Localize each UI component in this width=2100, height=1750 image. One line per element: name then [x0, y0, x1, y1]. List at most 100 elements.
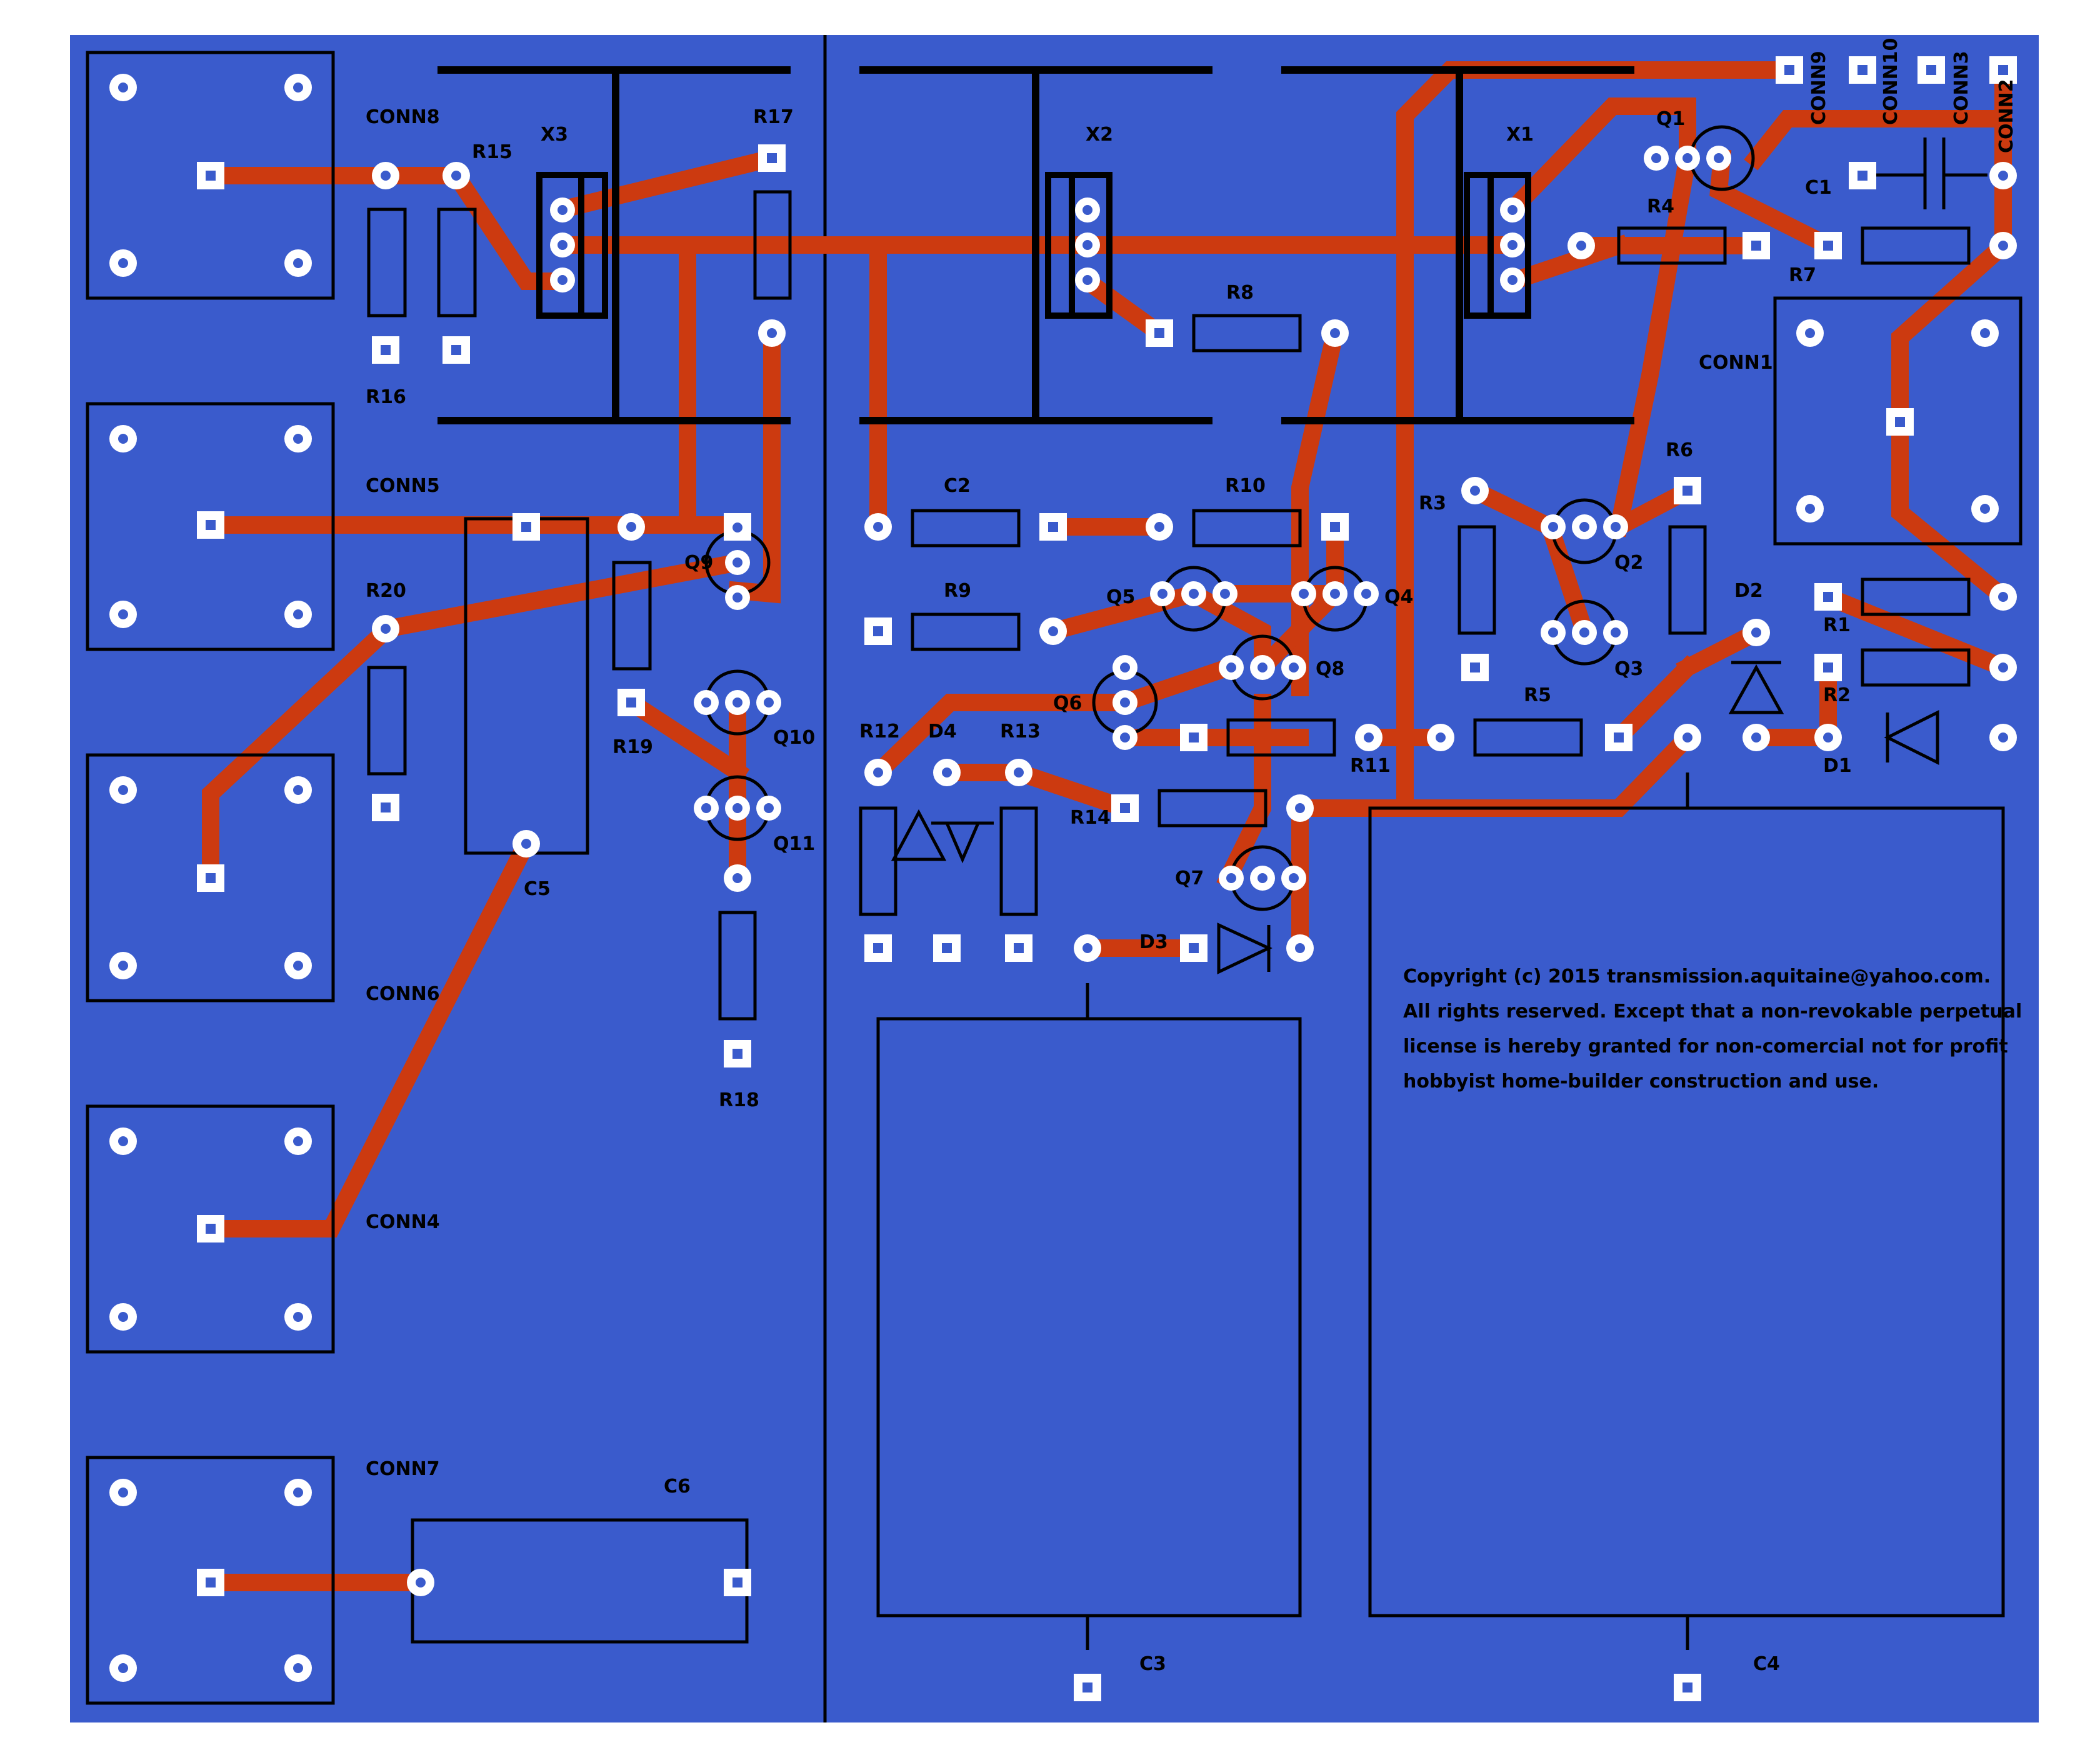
pad-hole — [1361, 589, 1371, 599]
pad-hole — [942, 768, 952, 778]
pad-hole — [451, 345, 461, 355]
pad-hole — [1158, 589, 1168, 599]
pad-hole — [767, 328, 777, 338]
pad-hole — [1651, 153, 1661, 163]
label-x2: X2 — [1086, 124, 1113, 146]
pad-hole — [1998, 592, 2008, 602]
pad-hole — [1226, 873, 1236, 883]
pad-hole — [626, 698, 636, 708]
pad-hole — [873, 768, 883, 778]
copyright-line-1: Copyright (c) 2015 transmission.aquitain… — [1403, 966, 1991, 988]
pad-hole — [1858, 65, 1868, 75]
pad-hole — [1082, 943, 1092, 953]
component-labels: CONN8 R15 X3 R17 X2 X1 Q1 C1 R4 R7 R16 R… — [366, 38, 2018, 1675]
label-q7: Q7 — [1175, 868, 1204, 889]
pad-hole — [1189, 943, 1199, 953]
pad-hole — [764, 698, 774, 708]
label-q3: Q3 — [1614, 658, 1643, 680]
pad-hole — [118, 1136, 128, 1146]
pad-hole — [1823, 592, 1833, 602]
pad-hole — [1154, 522, 1164, 532]
pad-hole — [1508, 275, 1518, 285]
pad-hole — [1751, 732, 1761, 742]
pad-hole — [1751, 241, 1761, 251]
pad-hole — [118, 434, 128, 444]
pad-hole — [1682, 1682, 1692, 1692]
pad-hole — [1998, 241, 2008, 251]
pad-hole — [1154, 328, 1164, 338]
label-r19: R19 — [612, 736, 653, 758]
label-conn5: CONN5 — [366, 475, 440, 497]
label-d2: D2 — [1734, 580, 1763, 602]
label-conn7: CONN7 — [366, 1458, 440, 1480]
label-r11: R11 — [1350, 755, 1391, 777]
label-r3: R3 — [1419, 492, 1446, 514]
pad-hole — [1980, 504, 1990, 514]
pad-hole — [1895, 417, 1905, 427]
label-conn8: CONN8 — [366, 106, 440, 128]
pad-hole — [1048, 522, 1058, 532]
pad-hole — [381, 345, 391, 355]
pad-hole — [1682, 486, 1692, 496]
pad-hole — [1998, 732, 2008, 742]
pad-hole — [1682, 732, 1692, 742]
label-d3: D3 — [1139, 931, 1168, 953]
pad-hole — [1299, 589, 1309, 599]
pad-hole — [1548, 522, 1558, 532]
pad-hole — [206, 171, 216, 181]
pad-hole — [1048, 626, 1058, 636]
pad-hole — [1082, 240, 1092, 250]
pad-hole — [293, 1136, 303, 1146]
label-q2: Q2 — [1614, 552, 1643, 574]
pad-hole — [1823, 241, 1833, 251]
label-r9: R9 — [944, 580, 971, 602]
pad-hole — [1120, 698, 1130, 708]
pad-hole — [1579, 628, 1589, 638]
pad-hole — [1082, 275, 1092, 285]
pad-hole — [293, 961, 303, 971]
pad-hole — [1470, 486, 1480, 496]
pad-hole — [701, 698, 711, 708]
copyright-notice: Copyright (c) 2015 transmission.aquitain… — [1403, 966, 2022, 1092]
pad-hole — [118, 609, 128, 619]
label-d4: D4 — [928, 721, 957, 742]
pad-hole — [873, 626, 883, 636]
label-q8: Q8 — [1316, 658, 1344, 680]
label-r5: R5 — [1524, 684, 1551, 706]
pad-hole — [767, 153, 777, 163]
pad-hole — [1226, 662, 1236, 672]
pad-hole — [732, 873, 742, 883]
label-r8: R8 — [1226, 282, 1254, 304]
pad-hole — [1998, 662, 2008, 672]
pad-hole — [1289, 662, 1299, 672]
pad-hole — [1082, 1682, 1092, 1692]
pad-hole — [206, 520, 216, 530]
pad-hole — [1330, 522, 1340, 532]
label-q5: Q5 — [1106, 586, 1135, 608]
pad-hole — [416, 1578, 426, 1588]
pads — [109, 56, 2017, 1701]
label-r1: R1 — [1823, 614, 1851, 636]
pad-hole — [293, 785, 303, 795]
pad-hole — [1508, 205, 1518, 215]
pad-hole — [1823, 732, 1833, 742]
pad-hole — [1295, 803, 1305, 813]
pad-hole — [732, 698, 742, 708]
pad-hole — [118, 785, 128, 795]
label-r12: R12 — [859, 721, 900, 742]
pad-hole — [732, 1049, 742, 1059]
copyright-line-4: hobbyist home-builder construction and u… — [1403, 1071, 1879, 1092]
pad-hole — [1579, 522, 1589, 532]
label-r7: R7 — [1789, 264, 1816, 286]
label-r17: R17 — [753, 106, 794, 128]
pad-hole — [1998, 65, 2008, 75]
pad-hole — [293, 1488, 303, 1498]
label-q4: Q4 — [1384, 586, 1413, 608]
pad-hole — [1714, 153, 1724, 163]
pad-hole — [732, 558, 742, 568]
pad-hole — [1436, 732, 1446, 742]
pad-hole — [732, 522, 742, 532]
pad-hole — [521, 839, 531, 849]
pad-hole — [1751, 628, 1761, 638]
